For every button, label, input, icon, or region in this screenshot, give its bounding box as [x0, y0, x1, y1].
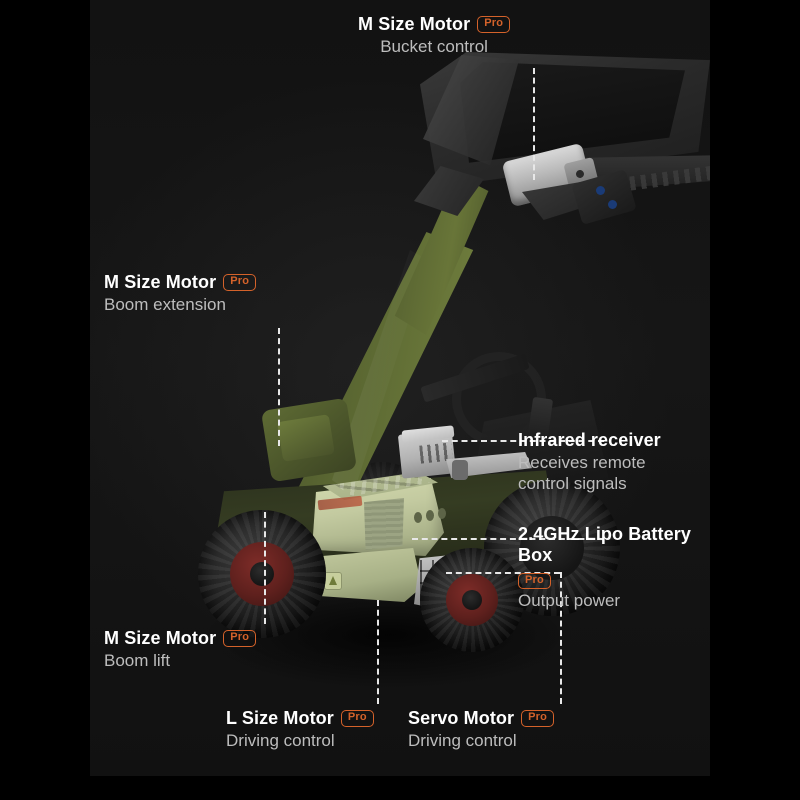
callout-infrared-receiver[interactable]: Infrared receiver Receives remote contro… [518, 430, 661, 494]
linkage-pin-2 [608, 200, 617, 209]
linkage-pin-1 [596, 186, 605, 195]
pro-badge: Pro [223, 274, 257, 291]
callout-battery-box[interactable]: 2.4GHz Lipo Battery Box Pro Output power [518, 524, 698, 612]
leader-line-boom-lift [264, 512, 266, 624]
callout-l-size-motor[interactable]: L Size Motor Pro Driving control [226, 708, 374, 752]
callout-title-row: L Size Motor Pro [226, 708, 374, 729]
callout-title: M Size Motor [358, 14, 471, 34]
callout-title: L Size Motor [226, 708, 334, 728]
product-diagram-panel [90, 0, 710, 776]
pro-badge: Pro [223, 630, 257, 647]
callout-boom-extension[interactable]: M Size Motor Pro Boom extension [104, 272, 257, 316]
callout-title-row: Infrared receiver [518, 430, 661, 451]
wheel-mid-center [462, 590, 482, 610]
callout-title-row: M Size Motor Pro [104, 272, 257, 293]
callout-title: M Size Motor [104, 628, 217, 648]
pro-badge: Pro [477, 16, 511, 33]
callout-description: Output power [518, 591, 621, 611]
leader-line-infrared-receiver [442, 440, 604, 442]
leader-line-l-size-motor [377, 600, 379, 704]
infrared-receiver-lens [452, 460, 468, 480]
callout-title-row: M Size Motor Pro [104, 628, 257, 649]
cab-vent-2 [426, 510, 434, 521]
callout-bucket-motor[interactable]: M Size Motor Pro Bucket control [358, 14, 511, 58]
callout-description: Driving control [226, 730, 335, 750]
pro-badge: Pro [521, 710, 555, 727]
leader-line-battery-box [412, 538, 604, 540]
product-illustration [90, 0, 710, 776]
cab-vent-3 [438, 508, 446, 519]
leader-line-servo-horizontal [446, 572, 560, 574]
callout-title: M Size Motor [104, 272, 217, 292]
callout-title: 2.4GHz Lipo Battery Box [518, 524, 691, 565]
callout-title-row: M Size Motor Pro [358, 14, 511, 35]
callout-title-row: 2.4GHz Lipo Battery Box Pro [518, 524, 698, 590]
callout-description: Driving control [408, 730, 517, 750]
leader-line-boom-extension [278, 328, 280, 446]
pro-badge: Pro [340, 710, 374, 727]
callout-title: Servo Motor [408, 708, 515, 728]
cab-window [364, 498, 404, 550]
callout-description: Boom lift [104, 650, 171, 670]
front-module-badge-mark [329, 576, 337, 585]
boom-pivot-plate [277, 414, 335, 462]
leader-line-bucket [533, 68, 535, 180]
cab-vent-1 [414, 512, 422, 523]
callout-title-row: Servo Motor Pro [408, 708, 555, 729]
callout-title: Infrared receiver [518, 430, 661, 450]
pro-badge: Pro [518, 572, 551, 590]
callout-boom-lift[interactable]: M Size Motor Pro Boom lift [104, 628, 257, 672]
callout-servo-motor[interactable]: Servo Motor Pro Driving control [408, 708, 555, 752]
wheel-front-center [250, 562, 274, 586]
callout-description: Boom extension [104, 294, 226, 314]
callout-description: Receives remote control signals [518, 452, 646, 493]
wheel-rear-outer-hub [520, 516, 584, 580]
callout-description: Bucket control [380, 36, 488, 56]
leader-line-servo-vertical [560, 572, 562, 704]
